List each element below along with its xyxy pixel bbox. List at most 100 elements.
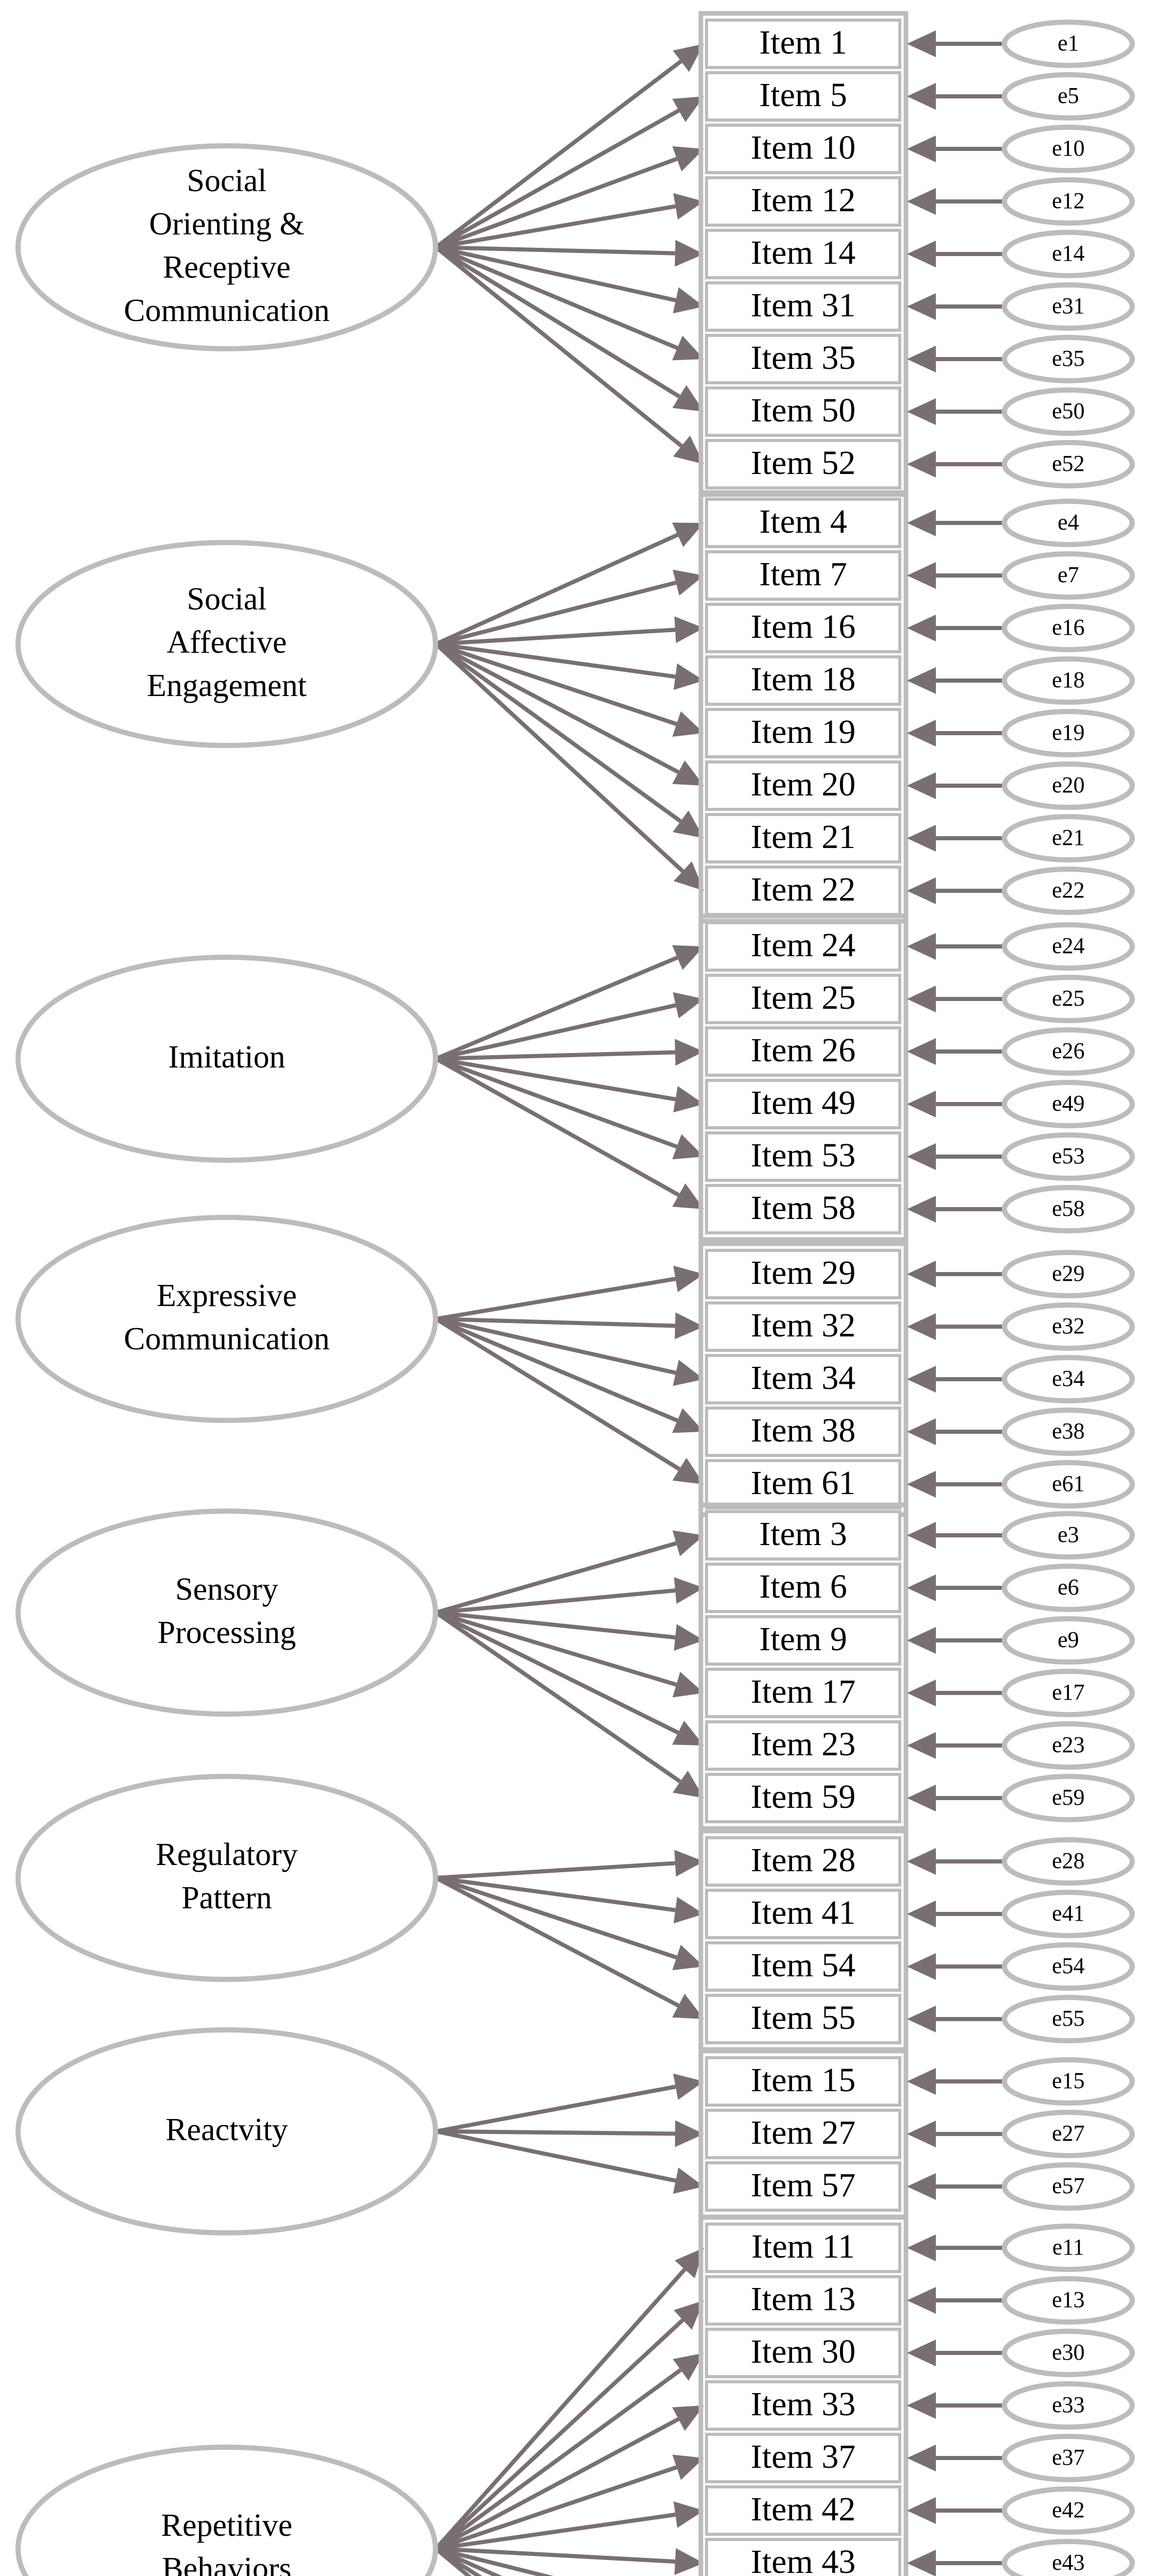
error-label: e13 (1052, 2287, 1085, 2312)
error-item-arrow-head (907, 83, 936, 110)
factor-item-arrow-head (672, 2405, 704, 2431)
item-box (705, 2223, 901, 2273)
error-item-arrow-head (907, 772, 936, 799)
error-ellipse (1002, 1669, 1135, 1717)
factor-item-arrow-line (435, 2129, 676, 2183)
error-item-arrow-head (907, 510, 936, 536)
item-box (705, 1889, 901, 1939)
factor-item-arrow-head (672, 760, 704, 786)
item-box (705, 1459, 901, 1510)
factor-label-line: Regulatory (156, 1837, 298, 1872)
factor-item-arrow-head (672, 1183, 704, 1209)
factor-item-arrow-line (435, 1050, 676, 1061)
error-ellipse (1002, 1942, 1135, 1991)
error-label: e59 (1052, 1785, 1085, 1810)
error-ellipse (1002, 72, 1135, 121)
factor-item-arrow-head (675, 1039, 704, 1066)
error-ellipse (1002, 2539, 1135, 2576)
item-box (705, 760, 901, 811)
error-item-arrow-head (907, 933, 936, 960)
error-ellipse (1002, 335, 1135, 383)
error-item-arrow-head (907, 1091, 936, 1117)
error-item-arrow-head (907, 1418, 936, 1445)
error-item-arrow-head (907, 986, 936, 1012)
item-label: Item 59 (751, 1778, 855, 1816)
error-ellipse (1002, 1027, 1135, 1076)
factor-item-arrow-line (435, 2417, 680, 2551)
item-label: Item 32 (751, 1307, 855, 1344)
error-label: e7 (1057, 562, 1079, 587)
factor-item-arrow-head (674, 616, 704, 643)
error-label: e37 (1052, 2445, 1085, 2470)
factor-item-arrow-head (673, 1770, 704, 1798)
factor-item-arrow-line (435, 245, 677, 302)
error-label: e26 (1052, 1038, 1085, 1063)
item-label: Item 1 (759, 24, 847, 61)
factor-label-line: Pattern (181, 1880, 272, 1916)
factor-item-arrow-line (435, 1317, 678, 1422)
factor-item-arrow-head (673, 569, 704, 596)
factor-item-arrow-line (435, 1876, 678, 1960)
error-ellipse (1002, 230, 1135, 278)
item-box (705, 2275, 901, 2326)
item-box (705, 1079, 901, 1129)
error-ellipse (1002, 1995, 1135, 2043)
error-ellipse (1002, 387, 1135, 436)
error-item-arrow-head (907, 615, 936, 641)
item-label: Item 20 (751, 766, 855, 803)
error-item-arrow-head (907, 877, 936, 904)
error-label: e25 (1052, 986, 1085, 1011)
error-label: e27 (1052, 2121, 1085, 2146)
error-ellipse (1002, 1460, 1135, 1509)
factor-item-arrow-line (435, 1003, 677, 1061)
error-ellipse (1002, 604, 1135, 652)
item-box (705, 1406, 901, 1457)
item-label: Item 11 (751, 2228, 855, 2265)
error-label: e4 (1057, 510, 1079, 535)
error-label: e52 (1052, 451, 1085, 476)
item-box (705, 386, 901, 437)
error-ellipse (1002, 1302, 1135, 1351)
item-label: Item 33 (751, 2385, 855, 2423)
item-label: Item 23 (751, 1725, 855, 1763)
item-box (705, 19, 901, 69)
error-label: e34 (1052, 1366, 1085, 1391)
factor-item-arrow-head (672, 711, 704, 737)
item-box (705, 1773, 901, 1823)
error-ellipse (1002, 2162, 1135, 2211)
error-ellipse (1002, 2381, 1135, 2430)
factor-item-arrow-line (435, 1611, 679, 1735)
factor-item-arrow-head (672, 1458, 704, 1484)
item-box (705, 550, 901, 601)
factor-item-arrow-line (435, 157, 678, 249)
factor-label-line: Sensory (175, 1572, 278, 1607)
error-label: e29 (1052, 1261, 1085, 1286)
factor-item-arrow-head (673, 810, 704, 838)
factor-item-arrow-head (674, 2548, 704, 2575)
item-box (705, 2328, 901, 2378)
factor-item-arrow-head (672, 1134, 704, 1160)
factor-item-arrow-head (672, 146, 704, 172)
factor-item-arrow-head (673, 2501, 704, 2528)
error-item-arrow-head (907, 2068, 936, 2095)
item-box (705, 1354, 901, 1404)
item-box (705, 229, 901, 279)
error-ellipse (1002, 814, 1135, 862)
item-label: Item 55 (751, 1999, 855, 2037)
factor-item-arrow-line (435, 1057, 680, 1197)
item-box (705, 2485, 901, 2536)
factor-item-arrow-line (435, 1611, 676, 1640)
error-label: e20 (1052, 772, 1085, 798)
factor-item-arrow-line (434, 642, 682, 823)
item-label: Item 29 (751, 1254, 855, 1292)
error-item-arrow-head (907, 1848, 936, 1875)
item-box (705, 124, 901, 174)
factor-label-line: Reactvity (165, 2112, 288, 2147)
error-item-arrow-head (907, 562, 936, 589)
error-ellipse (1002, 2486, 1135, 2535)
factor-item-arrow-head (673, 44, 704, 72)
error-label: e57 (1052, 2173, 1085, 2198)
factor-item-arrow-line (435, 533, 679, 646)
error-ellipse (1002, 1132, 1135, 1181)
error-item-arrow-head (907, 188, 936, 215)
